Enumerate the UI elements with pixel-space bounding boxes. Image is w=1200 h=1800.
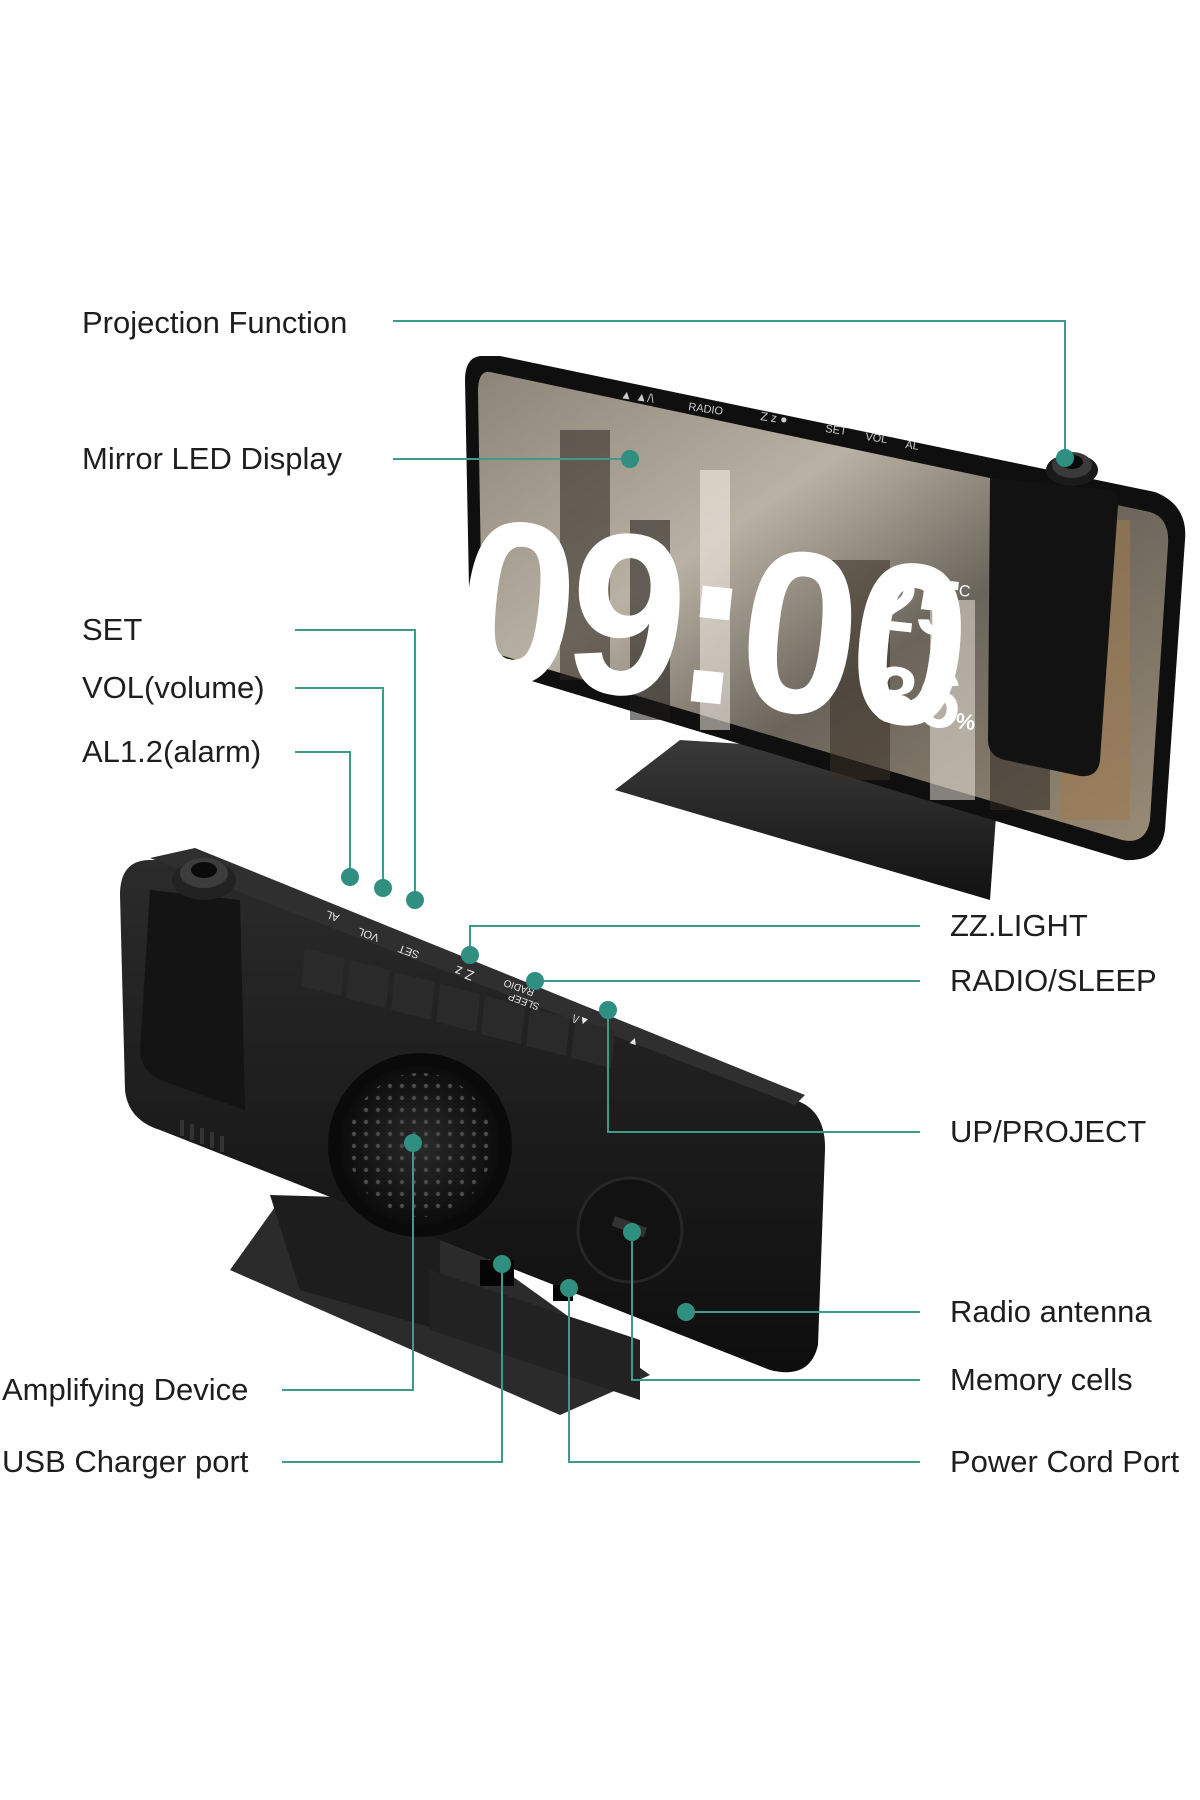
dot-up (599, 1001, 617, 1019)
button-set[interactable] (391, 972, 435, 1020)
label-amplifying-device: Amplifying Device (2, 1372, 249, 1407)
svg-text:SET: SET (825, 423, 848, 438)
line-usb (282, 1264, 503, 1463)
led-humidity: 36 (868, 648, 966, 746)
button-down[interactable] (571, 1020, 615, 1068)
line-amplifier (282, 1143, 414, 1391)
dot-mirror (621, 450, 639, 468)
button-zz-light[interactable] (436, 984, 480, 1032)
dot-usb (493, 1255, 511, 1273)
svg-text:VOL: VOL (865, 431, 888, 446)
back-label-zz: Z z (452, 963, 476, 985)
label-up-project: UP/PROJECT (950, 1114, 1147, 1149)
label-memory-cells: Memory cells (950, 1362, 1133, 1397)
front-device: ▲ ▲/\ RADIO Z z ● SET VOL AL 09:00 25 °C… (446, 356, 1186, 900)
back-label-up: ▲/\ (570, 1011, 591, 1028)
led-temperature-unit: °C (952, 582, 972, 601)
dot-vol (374, 879, 392, 897)
line-zz (469, 925, 920, 955)
callout-lines (282, 320, 1066, 1463)
button-up-project[interactable] (526, 1008, 570, 1056)
dot-radio (526, 972, 544, 990)
dot-projection (1056, 449, 1074, 467)
dot-alarm (341, 868, 359, 886)
button-row (301, 948, 615, 1068)
line-memory (631, 1232, 920, 1381)
label-radio-antenna: Radio antenna (950, 1294, 1152, 1329)
led-humidity-unit: % (954, 708, 976, 735)
label-vol: VOL(volume) (82, 670, 265, 705)
led-temperature: 25 (868, 556, 966, 654)
dot-antenna (677, 1303, 695, 1321)
label-power-cord-port: Power Cord Port (950, 1444, 1180, 1479)
dot-power (560, 1279, 578, 1297)
back-projector-housing (140, 890, 245, 1110)
button-radio-sleep[interactable] (481, 996, 525, 1044)
label-set: SET (82, 612, 143, 647)
side-vent (180, 1120, 224, 1152)
callout-dots (341, 449, 1074, 1321)
label-usb-charger-port: USB Charger port (2, 1444, 249, 1479)
line-vol (295, 687, 384, 888)
label-radio-sleep: RADIO/SLEEP (950, 963, 1157, 998)
line-set (295, 629, 416, 900)
svg-text:Z z ●: Z z ● (760, 409, 789, 427)
dot-zz (461, 946, 479, 964)
back-projector-lens (191, 862, 217, 878)
back-label-al: AL (324, 908, 341, 924)
dot-amplifier (404, 1134, 422, 1152)
svg-text:AL: AL (905, 439, 920, 453)
label-mirror-led-display: Mirror LED Display (82, 441, 343, 476)
projector-housing (988, 478, 1118, 777)
dot-memory (623, 1223, 641, 1241)
button-al[interactable] (301, 948, 345, 996)
dot-set (406, 891, 424, 909)
label-projection-function: Projection Function (82, 305, 348, 340)
line-projection (393, 320, 1066, 458)
label-zz-light: ZZ.LIGHT (950, 908, 1088, 943)
svg-text:RADIO: RADIO (688, 401, 725, 418)
button-vol[interactable] (346, 960, 390, 1008)
label-alarm: AL1.2(alarm) (82, 734, 262, 769)
line-alarm (295, 751, 351, 877)
front-top-label-a: ▲ ▲/\ (620, 387, 656, 406)
back-label-down: ▼ (627, 1033, 641, 1048)
led-time-display: 09:00 (446, 469, 974, 777)
line-power (568, 1288, 920, 1463)
line-up (607, 1010, 920, 1133)
